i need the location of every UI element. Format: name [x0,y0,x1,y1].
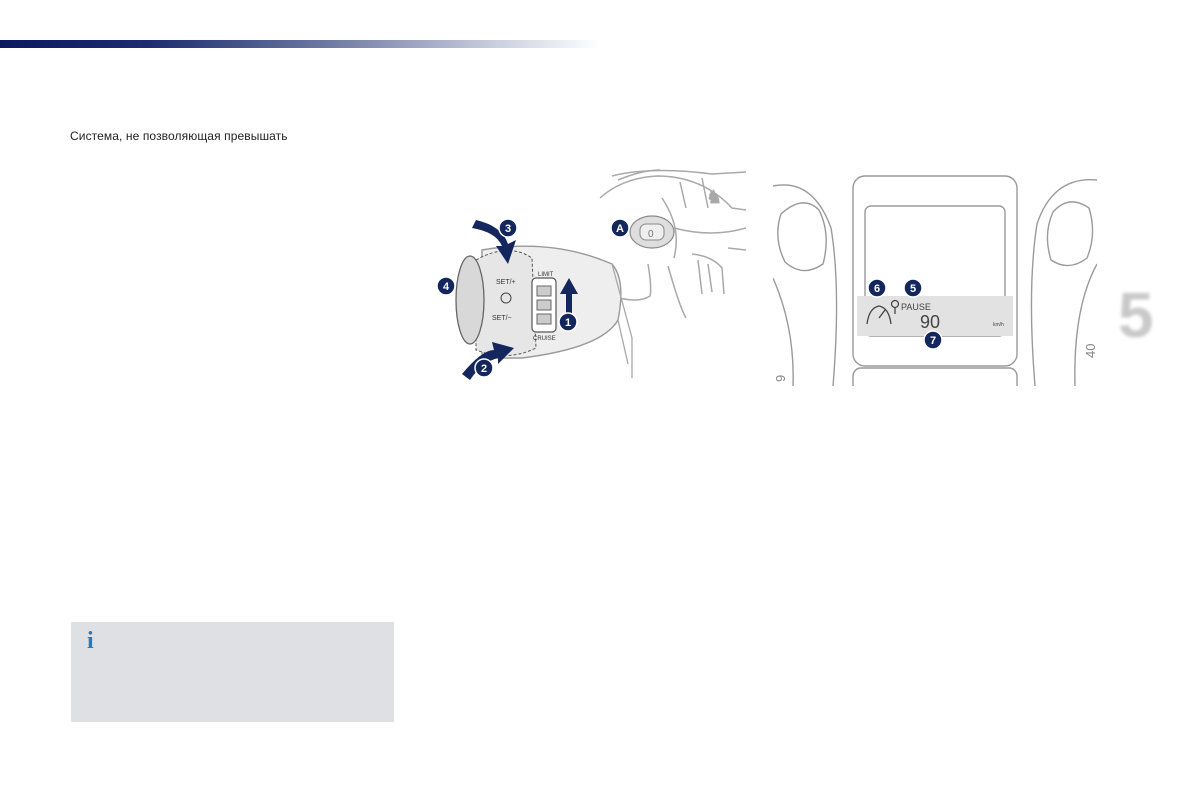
right-gauge [1030,179,1097,386]
left-gauge [773,184,838,386]
callout-2: 2 [474,358,494,378]
callout-7: 7 [923,330,943,350]
chapter-number: 5 [1118,279,1154,351]
callout-5: 5 [903,278,923,298]
svg-text:1: 1 [565,317,571,329]
callout-1: 1 [558,312,578,332]
limit-label: LIMIT [538,272,554,278]
set-plus-label: SET/+ [496,279,516,286]
intro-text: Система, не позволяющая превышать [70,129,288,143]
speed-unit: km/h [993,322,1004,328]
callout-a: A [610,218,630,238]
cruise-label: CRUISE [533,336,556,342]
info-box: i [71,622,394,722]
svg-text:4: 4 [443,281,450,293]
info-icon: i [87,628,94,654]
switch-zero-label: 0 [648,229,654,240]
callout-6: 6 [867,278,887,298]
speedometer-icon [500,292,512,304]
lever-illustration: ♞ 0 SET/+ SET/− LIMIT CRUISE 3 4 [412,168,746,386]
callout-4: 4 [436,276,456,296]
switch-a: 0 [629,215,675,249]
speed-value: 90 [920,312,940,332]
centre-display-frame [852,175,1018,367]
brand-logo-icon: ♞ [706,187,722,207]
left-gauge-number: 9 [773,375,788,382]
arrow-down-icon [472,220,516,264]
cruise-lever: SET/+ SET/− LIMIT CRUISE [455,245,633,378]
set-minus-label: SET/− [492,315,512,322]
svg-text:2: 2 [481,363,487,375]
instrument-cluster-illustration: PAUSE 90 km/h 9 40 6 5 7 [773,168,1097,386]
top-gradient-bar [0,40,600,48]
svg-text:3: 3 [505,223,511,235]
speed-limiter-icon [866,299,900,325]
right-gauge-number: 40 [1083,344,1097,358]
callout-3: 3 [498,218,518,238]
arrow-push-icon [560,278,578,316]
svg-text:6: 6 [874,283,880,295]
svg-text:7: 7 [930,335,936,347]
svg-text:A: A [616,223,624,235]
display-band [857,296,1013,336]
steering-wheel [599,169,746,319]
svg-text:5: 5 [910,283,916,295]
pause-text: PAUSE [901,302,931,312]
